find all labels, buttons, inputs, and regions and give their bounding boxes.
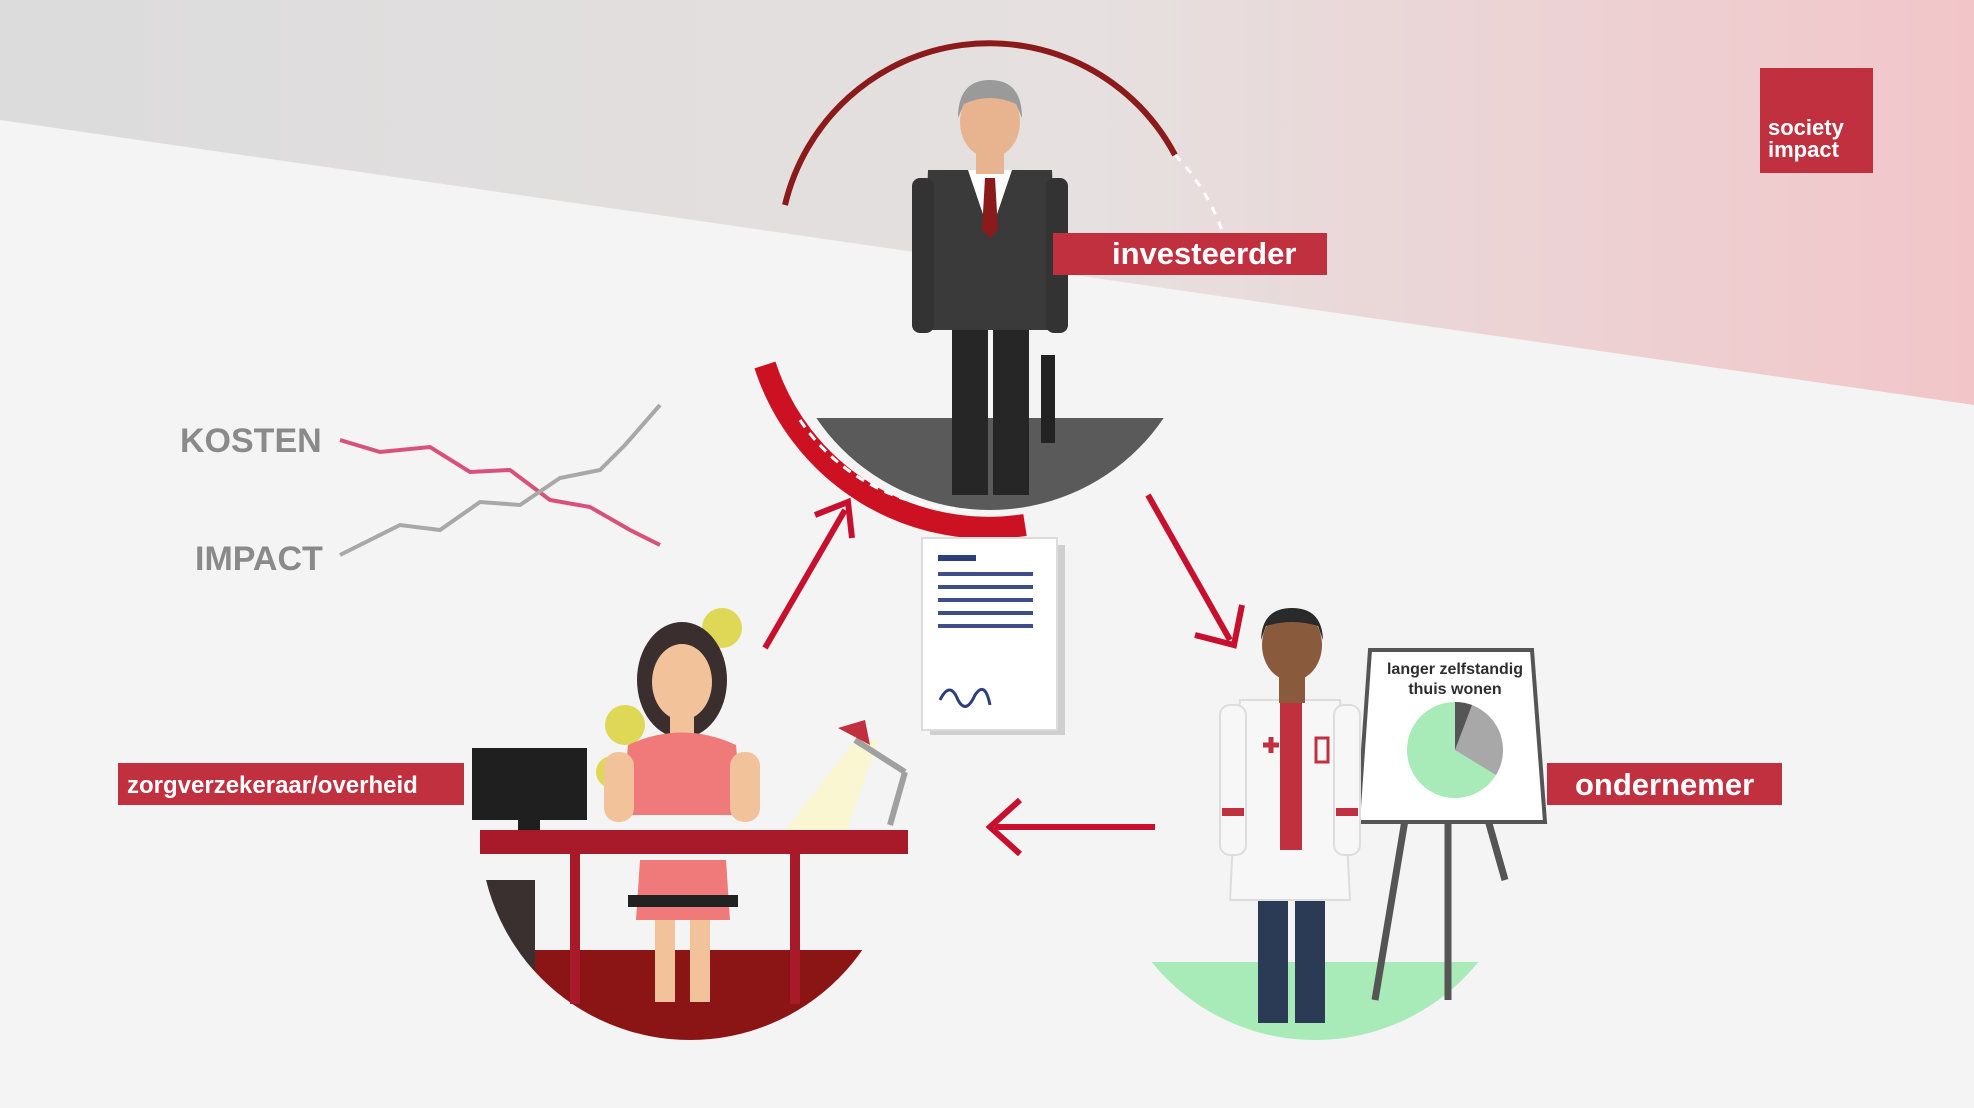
entrepreneur-label: ondernemer bbox=[1575, 767, 1754, 802]
pen-icon bbox=[1314, 736, 1330, 764]
impact-line bbox=[339, 403, 662, 557]
flipchart: langer zelfstandig thuis wonen bbox=[1355, 648, 1548, 1001]
trend-chart: KOSTEN IMPACT bbox=[180, 403, 662, 578]
computer-monitor-icon bbox=[472, 748, 587, 836]
signature-icon bbox=[938, 687, 992, 708]
society-impact-logo: society impact bbox=[1760, 68, 1873, 173]
investor-figure bbox=[912, 80, 1068, 495]
costs-label: KOSTEN bbox=[180, 422, 322, 460]
top-arc bbox=[782, 40, 1178, 206]
entrepreneur-figure bbox=[1219, 608, 1361, 1023]
insurer-figure bbox=[604, 622, 760, 822]
logo-text-impact: impact bbox=[1768, 137, 1840, 162]
arrow-to-entrepreneur bbox=[1145, 493, 1245, 649]
briefcase-icon bbox=[1041, 355, 1055, 443]
insurer-label-bg bbox=[118, 763, 464, 805]
impact-label: IMPACT bbox=[195, 540, 323, 578]
insurer-figure-legs bbox=[628, 860, 738, 1002]
flipchart-line-2: thuis wonen bbox=[1408, 681, 1501, 698]
insurer-label: zorgverzekeraar/overheid bbox=[127, 772, 418, 799]
arrow-to-investor bbox=[762, 497, 855, 650]
arrow-to-insurer bbox=[985, 797, 1155, 857]
medical-cross-icon bbox=[1263, 737, 1279, 753]
lamp-light bbox=[770, 740, 878, 850]
coin-icon bbox=[605, 705, 645, 745]
desk-lamp-icon bbox=[838, 720, 908, 826]
progress-arc bbox=[754, 361, 1027, 539]
flipchart-line-1: langer zelfstandig bbox=[1387, 661, 1523, 678]
pie-chart-icon bbox=[1407, 701, 1504, 798]
logo-text-society: society bbox=[1768, 115, 1845, 140]
investor-label: investeerder bbox=[1112, 236, 1296, 271]
progress-arc-dashes bbox=[798, 419, 1026, 511]
costs-line bbox=[339, 438, 661, 547]
entrepreneur-scene: langer zelfstandig thuis wonen on bbox=[1105, 608, 1782, 1040]
contract-document bbox=[921, 537, 1065, 735]
cycle-arrows bbox=[762, 493, 1245, 857]
desk bbox=[480, 830, 908, 1004]
investor-label-bg bbox=[1053, 233, 1327, 275]
entrepreneur-label-bg bbox=[1547, 763, 1782, 805]
